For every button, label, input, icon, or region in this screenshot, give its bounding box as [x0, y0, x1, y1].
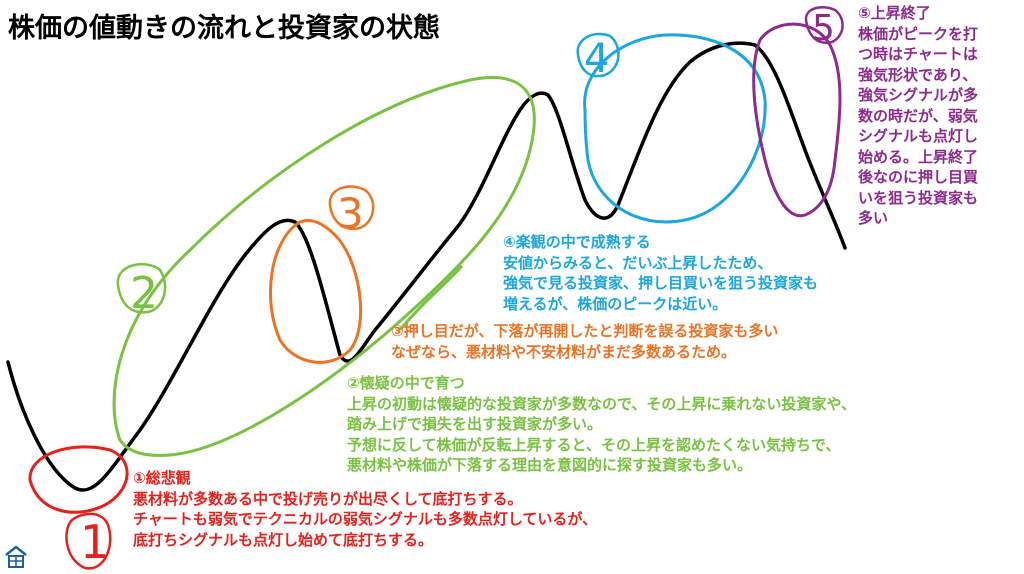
page-title: 株価の値動きの流れと投資家の状態	[8, 13, 440, 44]
phase5-line: 強気形状であり、	[858, 65, 978, 84]
phase1-heading: ①総悲観	[133, 469, 191, 487]
phase4-line: 増えるが、株価のピークは近い。	[503, 294, 728, 313]
phase4-line: 強気で見る投資家、押し目買いを狙う投資家も	[503, 274, 819, 292]
phase5-note: ⑤上昇終了 株価がピークを打 つ時はチャートは 強気形状であり、 強気シグナルが…	[858, 3, 978, 229]
phase5-line: 強気シグナルが多	[858, 86, 979, 104]
phase3-note: ③押し目だが、下落が再開したと判断を誤る投資家も多い なぜなら、悪材料や不安材料…	[391, 321, 778, 362]
phase4-mark-circle	[576, 32, 620, 78]
house-logo-icon	[5, 545, 27, 568]
phase2-line: 予想に反して株価が反転上昇すると、その上昇を認めたくない気持ちで、	[347, 435, 841, 454]
phase4-line: 安値からみると、だいぶ上昇したため、	[503, 253, 773, 272]
phase2-note: ②懐疑の中で育つ 上昇の初動は懐疑的な投資家が多数なので、その上昇に乗れない投資…	[347, 373, 856, 476]
phase4-note: ④楽観の中で成熟する 安値からみると、だいぶ上昇したため、 強気で見る投資家、押…	[503, 232, 818, 314]
phase2-mark-circle	[116, 262, 167, 314]
phase1-mark-circle	[65, 512, 112, 570]
phase2-tail-stroke	[398, 264, 464, 331]
phase3-mark-circle	[328, 185, 375, 231]
price-line	[6, 41, 847, 492]
phase3-mark: 3	[337, 189, 364, 238]
phase5-line: 数の時だが、弱気	[858, 106, 978, 125]
phase3-heading: ③押し目だが、下落が再開したと判断を誤る投資家も多い	[391, 322, 779, 340]
phase5-mark: 5	[812, 8, 835, 49]
phase1-line: チャートも弱気でテクニカルの弱気シグナルも多数点灯しているが、	[133, 510, 598, 528]
phase5-circle	[752, 22, 842, 218]
phase4-heading: ④楽観の中で成熟する	[503, 233, 651, 251]
phase2-line: 上昇の初動は懐疑的な投資家が多数なので、その上昇に乗れない投資家や、	[347, 394, 856, 413]
phase5-line: いを狙う投資家も	[858, 188, 979, 207]
phase1-note: ①総悲観 悪材料が多数ある中で投げ売りが出尽くして底打ちする。 チャートも弱気で…	[133, 468, 597, 550]
phase3-line: なぜなら、悪材料や不安材料がまだ多数あるため。	[391, 342, 737, 361]
phase2-line: 踏み上げで損失を出す投資家が多い。	[347, 415, 603, 433]
phase2-circle	[112, 76, 536, 457]
phase5-line: シグナルも点灯し	[858, 127, 979, 145]
phase2-heading: ②懐疑の中で育つ	[347, 374, 465, 392]
phase4-circle	[583, 33, 767, 224]
phase1-line: 悪材料が多数ある中で投げ売りが出尽くして底打ちする。	[133, 489, 523, 508]
phase5-line: 株価がピークを打	[858, 24, 979, 43]
phase5-line: 始める。上昇終了	[858, 147, 979, 166]
phase3-circle	[269, 219, 363, 364]
phase1-line: 底打ちシグナルも点灯し始めて底打ちする。	[133, 530, 434, 549]
phase5-line: 後なのに押し目買	[858, 168, 979, 186]
phase5-line: つ時はチャートは	[858, 45, 978, 63]
phase5-line: 多い	[858, 209, 889, 227]
phase5-mark-circle	[804, 6, 844, 45]
phase5-heading: ⑤上昇終了	[858, 4, 931, 22]
phase2-line: 悪材料や株価が下落する理由を意図的に探す投資家も多い。	[347, 456, 753, 474]
phase1-circle	[28, 445, 129, 514]
